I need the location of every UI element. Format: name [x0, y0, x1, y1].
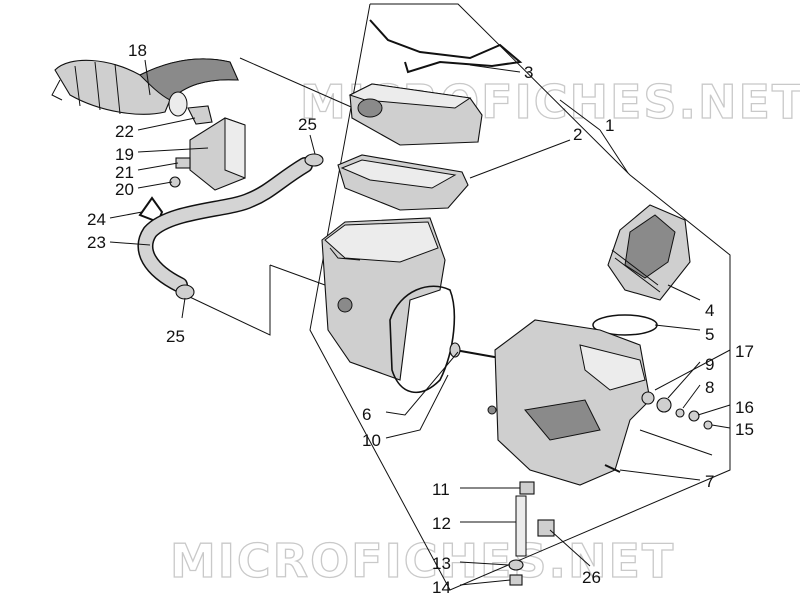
callout-17: 17 — [735, 342, 754, 361]
clip-21 — [175, 157, 191, 169]
clip-22 — [187, 105, 213, 125]
clamp-13 — [508, 559, 524, 571]
callout-14: 14 — [432, 578, 451, 597]
drain-tube-12 — [515, 495, 527, 557]
callout-26: 26 — [582, 568, 601, 587]
intake-boot-4 — [607, 204, 691, 301]
callout-13: 13 — [432, 554, 451, 573]
callout-1: 1 — [605, 116, 614, 135]
callout-6: 6 — [362, 405, 371, 424]
frame-left-leg — [239, 57, 359, 111]
callout-7: 7 — [705, 472, 714, 491]
plug-11 — [519, 481, 535, 495]
watermark-bottom: MICROFICHES.NET — [170, 534, 675, 588]
clamp-24 — [138, 196, 164, 224]
callout-12: 12 — [432, 514, 451, 533]
callout-16: 16 — [735, 398, 754, 417]
callout-11: 11 — [432, 480, 450, 499]
gasket-10 — [389, 285, 456, 394]
callout-10: 10 — [362, 431, 381, 450]
wire-retainer-3 — [369, 19, 523, 74]
callout-3: 3 — [524, 63, 533, 82]
callout-21: 21 — [115, 163, 134, 182]
callout-24: 24 — [87, 210, 106, 229]
callout-5: 5 — [705, 325, 714, 344]
clamp-25-bottom — [175, 284, 195, 300]
callout-8: 8 — [705, 378, 714, 397]
spacer-8 — [675, 408, 685, 418]
filter-cover — [348, 83, 483, 146]
hose-group-frame — [174, 265, 271, 336]
bushing-9 — [656, 397, 672, 413]
callout-23: 23 — [87, 233, 106, 252]
screw-15 — [703, 420, 713, 430]
clip-26 — [537, 519, 555, 537]
callout-25-top: 25 — [298, 115, 317, 134]
callout-9: 9 — [705, 355, 714, 374]
callout-20: 20 — [115, 180, 134, 199]
screw-7 — [604, 464, 621, 473]
callout-labels: 18 3 22 19 21 20 25 2 1 24 23 25 4 5 17 … — [87, 41, 754, 597]
clamp-25-top — [304, 153, 324, 167]
intake-duct — [51, 58, 239, 117]
leader-lines — [109, 59, 731, 586]
callout-25-bottom: 25 — [166, 327, 185, 346]
cap-14 — [509, 574, 523, 586]
lower-housing — [487, 319, 651, 486]
filter-housing — [321, 217, 446, 381]
washer-17 — [641, 391, 655, 405]
pipe-6 — [454, 349, 501, 359]
callout-22: 22 — [115, 122, 134, 141]
callout-2: 2 — [573, 125, 582, 144]
assembly-frame — [309, 3, 731, 591]
callout-19: 19 — [115, 145, 134, 164]
washer-16 — [688, 410, 700, 422]
callout-15: 15 — [735, 420, 754, 439]
callout-18: 18 — [128, 41, 147, 60]
filter-element-2 — [337, 154, 469, 211]
callout-4: 4 — [705, 301, 714, 320]
